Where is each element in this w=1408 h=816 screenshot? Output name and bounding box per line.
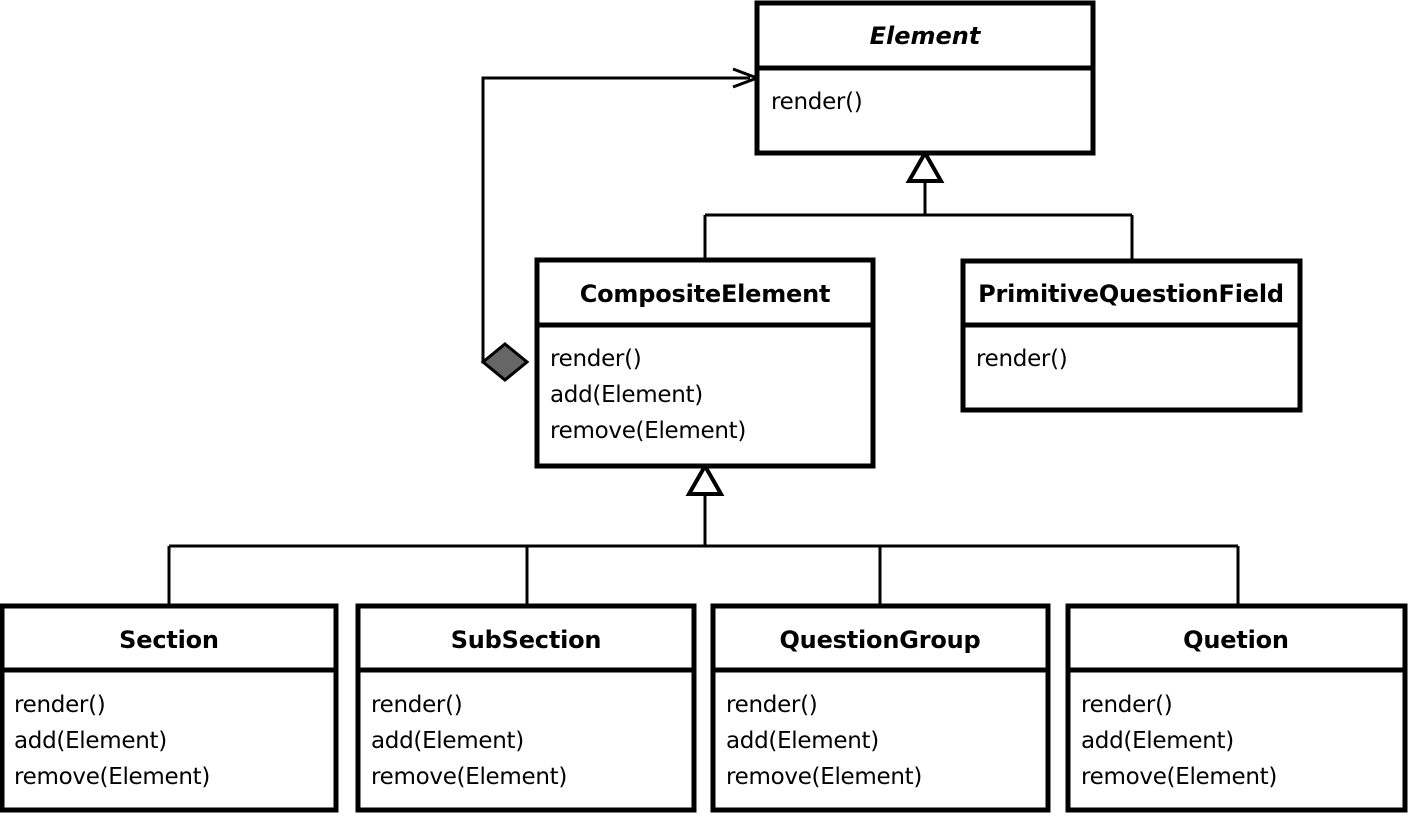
class-method: remove(Element) — [371, 764, 567, 790]
class-box-outline — [534, 257, 876, 469]
class-method: render() — [14, 692, 105, 718]
class-method: render() — [371, 692, 462, 718]
class-box-outline — [710, 603, 1051, 813]
class-box-outline — [754, 0, 1096, 156]
hollow-triangle-icon — [905, 148, 945, 183]
class-box-outline — [1065, 603, 1408, 813]
class-name-primitive-question-field: PrimitiveQuestionField — [978, 280, 1284, 308]
class-name-quetion: Quetion — [1183, 626, 1289, 654]
class-method: remove(Element) — [726, 764, 922, 790]
class-method: render() — [726, 692, 817, 718]
class-method: add(Element) — [726, 728, 879, 754]
class-method: render() — [771, 89, 862, 115]
class-method: add(Element) — [550, 382, 703, 408]
class-name-composite-element: CompositeElement — [580, 280, 831, 308]
generalization-to-composite-element — [167, 461, 1240, 608]
class-box-section[interactable]: Section render() add(Element) remove(Ele… — [0, 603, 339, 813]
class-method: render() — [1081, 692, 1172, 718]
class-method: add(Element) — [371, 728, 524, 754]
class-name-element: Element — [870, 22, 982, 50]
class-box-outline — [355, 603, 697, 813]
aggregation-composite-to-element — [480, 67, 762, 382]
class-box-element[interactable]: Element render() — [754, 0, 1096, 156]
class-box-outline — [960, 258, 1303, 413]
generalization-to-element — [703, 148, 1134, 262]
class-method: add(Element) — [1081, 728, 1234, 754]
class-method: remove(Element) — [14, 764, 210, 790]
class-box-sub-section[interactable]: SubSection render() add(Element) remove(… — [355, 603, 697, 813]
class-name-question-group: QuestionGroup — [779, 626, 980, 654]
hollow-triangle-icon — [685, 461, 725, 496]
class-name-section: Section — [119, 626, 219, 654]
class-box-question-group[interactable]: QuestionGroup render() add(Element) remo… — [710, 603, 1051, 813]
class-method: render() — [976, 346, 1067, 372]
filled-diamond-icon — [480, 342, 530, 382]
class-box-quetion[interactable]: Quetion render() add(Element) remove(Ele… — [1065, 603, 1408, 813]
class-method: render() — [550, 346, 641, 372]
class-method: remove(Element) — [1081, 764, 1277, 790]
class-box-outline — [0, 603, 339, 813]
class-box-primitive-question-field[interactable]: PrimitiveQuestionField render() — [960, 258, 1303, 413]
class-name-sub-section: SubSection — [451, 626, 602, 654]
class-box-composite-element[interactable]: CompositeElement render() add(Element) r… — [534, 257, 876, 469]
class-method: remove(Element) — [550, 418, 746, 444]
class-method: add(Element) — [14, 728, 167, 754]
